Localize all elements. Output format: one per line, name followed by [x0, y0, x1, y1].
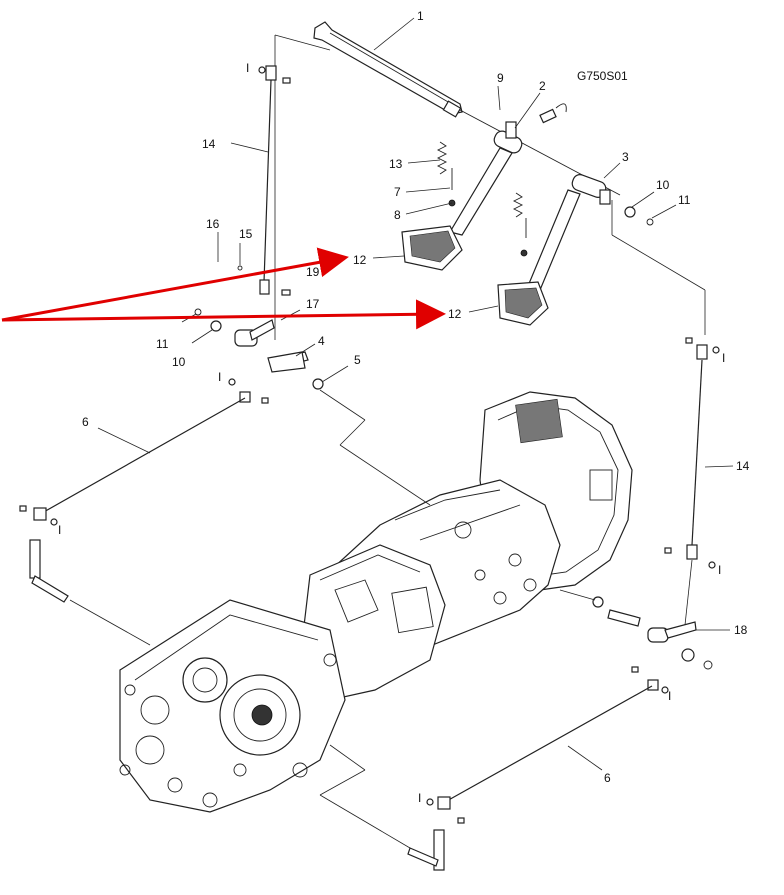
label-part-6-left: 6 [82, 415, 89, 429]
label-part-2: 2 [539, 79, 546, 93]
svg-text:I: I [218, 370, 221, 384]
svg-text:I: I [58, 523, 61, 537]
springs-and-pins [436, 103, 654, 257]
pedal-assembly-upper [401, 121, 523, 271]
label-part-12-upper: 12 [353, 253, 367, 267]
svg-text:I: I [722, 351, 725, 365]
svg-text:I: I [668, 689, 671, 703]
label-part-9: 9 [497, 71, 504, 85]
label-part-17: 17 [306, 297, 320, 311]
label-part-10-left: 10 [172, 355, 186, 369]
label-diagram-code: G750S01 [577, 69, 628, 83]
label-part-19: 19 [306, 265, 320, 279]
label-part-16: 16 [206, 217, 220, 231]
label-part-13: 13 [389, 157, 403, 171]
part-labels: 1 9 2 G750S01 3 10 11 14 13 7 8 16 15 12… [82, 9, 750, 785]
label-part-14-right: 14 [736, 459, 750, 473]
label-part-5: 5 [354, 353, 361, 367]
label-leaders [97, 17, 734, 771]
label-part-11-right: 11 [678, 193, 691, 207]
label-part-3: 3 [622, 150, 629, 164]
label-part-8: 8 [394, 208, 401, 222]
highlight-arrows [1, 247, 446, 330]
shaft-part-4 [267, 351, 306, 373]
label-part-11-left: 11 [156, 337, 169, 351]
svg-text:I: I [418, 791, 421, 805]
label-part-18: 18 [734, 623, 748, 637]
svg-text:I: I [718, 563, 721, 577]
arrow-to-upper-pedal [1, 247, 349, 322]
cross-shaft [313, 21, 621, 196]
label-part-7: 7 [394, 185, 401, 199]
pedal-assembly-lower [497, 174, 611, 326]
transmission-housing [119, 391, 633, 813]
label-part-15: 15 [239, 227, 253, 241]
label-part-12-lower: 12 [448, 307, 462, 321]
label-part-1: 1 [417, 9, 424, 23]
right-linkage [319, 200, 720, 871]
label-part-10-right: 10 [656, 178, 670, 192]
label-part-6-right: 6 [604, 771, 611, 785]
label-part-14-left: 14 [202, 137, 216, 151]
pin-markers: I I I I I I I [58, 61, 725, 805]
svg-text:I: I [246, 61, 249, 75]
arrow-to-lower-pedal [1, 299, 446, 330]
label-part-4: 4 [318, 334, 325, 348]
